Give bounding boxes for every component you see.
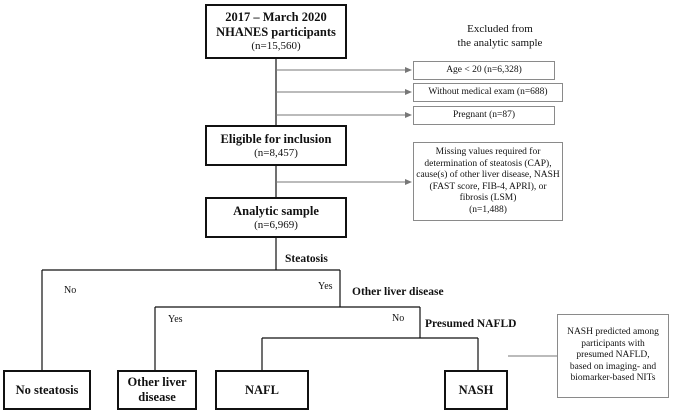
nash-title: NASH (458, 382, 494, 397)
participants-title: NHANES participants (216, 25, 336, 39)
nash-note-line-1: NASH predicted among (567, 327, 659, 338)
analytic-box: Analytic sample (n=6,969) (205, 197, 347, 238)
missing-line-6: (n=1,488) (469, 204, 507, 215)
excluded-heading-line2: the analytic sample (457, 37, 543, 49)
nash-note-line-5: biomarker-based NITs (570, 373, 656, 384)
participants-count: (n=15,560) (251, 40, 301, 52)
missing-line-3: cause(s) of other liver disease, NASH (416, 170, 560, 180)
yes-label-1: Yes (318, 281, 333, 292)
eligible-title: Eligible for inclusion (220, 131, 332, 146)
excluded-heading: Excluded from the analytic sample (436, 22, 564, 50)
excluded-heading-line1: Excluded from (467, 23, 533, 35)
excluded-exam-box: Without medical exam (n=688) (413, 83, 563, 102)
nash-note-line-2: participants with (581, 338, 645, 349)
nash-note-box: NASH predicted among participants with p… (557, 314, 669, 398)
nash-note-line-4: based on imaging- and (569, 361, 657, 372)
missing-values-box: Missing values required for determinatio… (413, 142, 563, 221)
nafl-title: NAFL (244, 382, 280, 397)
participants-period: 2017 – March 2020 (225, 10, 327, 24)
missing-line-5: fibrosis (LSM) (459, 193, 517, 203)
excluded-pregnant-text: Pregnant (n=87) (452, 109, 516, 120)
excluded-pregnant-box: Pregnant (n=87) (413, 106, 555, 125)
excluded-exam-text: Without medical exam (n=688) (428, 86, 548, 97)
excluded-age-text: Age < 20 (n=6,328) (446, 64, 522, 75)
no-label-1: No (64, 285, 77, 296)
eligible-count: (n=8,457) (254, 146, 298, 159)
missing-line-4: (FAST score, FIB-4, APRI), or (429, 181, 547, 192)
analytic-count: (n=6,969) (254, 218, 298, 231)
other-liver-title-2: disease (138, 390, 176, 404)
analytic-title: Analytic sample (233, 203, 319, 218)
nafl-box: NAFL (215, 370, 309, 410)
eligible-box: Eligible for inclusion (n=8,457) (205, 125, 347, 166)
other-liver-disease-label: Other liver disease (352, 286, 444, 298)
participants-box: 2017 – March 2020 NHANES participants (n… (205, 4, 347, 59)
other-liver-box: Other liver disease (117, 370, 197, 410)
nash-note-line-3: presumed NAFLD, (576, 350, 650, 361)
no-label-2: No (392, 313, 405, 324)
no-steatosis-title: No steatosis (15, 382, 79, 397)
nash-box: NASH (444, 370, 508, 410)
yes-label-2: Yes (168, 314, 183, 325)
steatosis-label: Steatosis (285, 253, 328, 265)
other-liver-title-1: Other liver (127, 375, 187, 389)
excluded-age-box: Age < 20 (n=6,328) (413, 61, 555, 80)
missing-line-2: determination of steatosis (CAP), (424, 158, 552, 169)
presumed-nafld-label: Presumed NAFLD (425, 318, 517, 330)
no-steatosis-box: No steatosis (3, 370, 91, 410)
missing-line-1: Missing values required for (435, 147, 541, 157)
